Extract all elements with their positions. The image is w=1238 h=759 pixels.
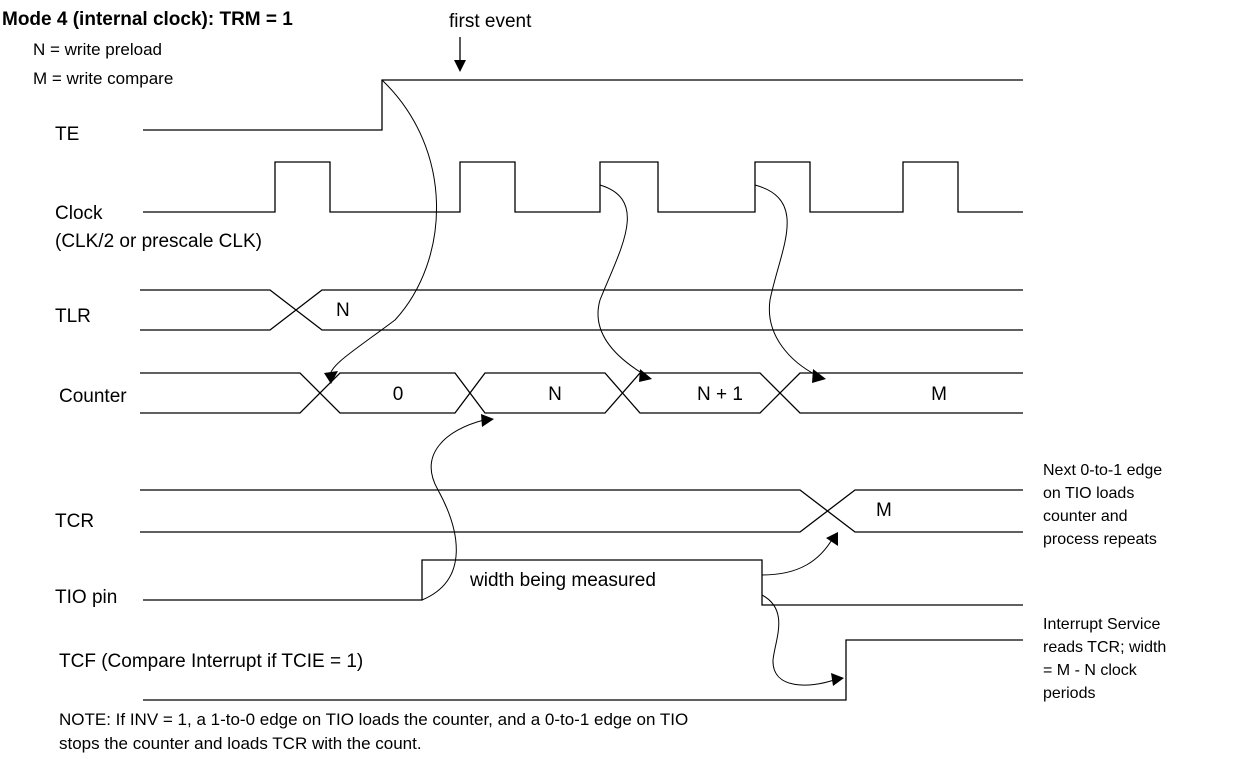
interrupt-note: Interrupt Service reads TCR; width = M -… — [1043, 616, 1166, 702]
tio-waveform — [143, 559, 1023, 606]
causality-arrows — [324, 79, 844, 686]
next-edge-line-1: Next 0-to-1 edge — [1043, 462, 1162, 479]
clock-waveform — [143, 161, 1023, 213]
note-line-2: stops the counter and loads TCR with the… — [59, 734, 422, 753]
interrupt-line-1: Interrupt Service — [1043, 616, 1160, 633]
first-event-arrow — [454, 37, 466, 72]
tio-label: TIO pin — [55, 587, 117, 608]
counter-waveform — [140, 372, 1023, 414]
note-line-1: NOTE: If INV = 1, a 1-to-0 edge on TIO l… — [59, 710, 688, 729]
legend-m: M = write compare — [33, 69, 173, 88]
counter-value-n: N — [548, 384, 562, 405]
tlr-value-n: N — [336, 300, 350, 321]
interrupt-line-2: reads TCR; width — [1043, 639, 1166, 656]
width-label: width being measured — [469, 570, 656, 591]
interrupt-line-3: = M - N clock — [1043, 662, 1138, 679]
first-event-label: first event — [449, 11, 532, 32]
interrupt-line-4: periods — [1043, 685, 1095, 702]
legend-n: N = write preload — [33, 40, 162, 59]
counter-value-n-plus-1: N + 1 — [697, 384, 743, 405]
tlr-label: TLR — [55, 306, 91, 327]
counter-label: Counter — [59, 386, 127, 407]
next-edge-line-2: on TIO loads — [1043, 485, 1134, 502]
counter-value-m: M — [931, 384, 947, 405]
tcr-value-m: M — [876, 500, 892, 521]
counter-value-0: 0 — [393, 384, 404, 405]
te-waveform — [143, 79, 1023, 131]
tcr-label: TCR — [55, 511, 94, 532]
next-edge-line-3: counter and — [1043, 508, 1128, 525]
diagram-title: Mode 4 (internal clock): TRM = 1 — [2, 9, 293, 30]
tcr-waveform — [140, 489, 1023, 533]
next-edge-line-4: process repeats — [1043, 531, 1157, 548]
tlr-waveform — [140, 289, 1023, 331]
tcf-label: TCF (Compare Interrupt if TCIE = 1) — [59, 651, 363, 672]
clock-label: Clock — [55, 203, 103, 224]
clock-sub-label: (CLK/2 or prescale CLK) — [55, 231, 262, 252]
te-label: TE — [55, 124, 79, 145]
tcf-waveform — [143, 639, 1023, 701]
next-edge-note: Next 0-to-1 edge on TIO loads counter an… — [1043, 462, 1162, 548]
